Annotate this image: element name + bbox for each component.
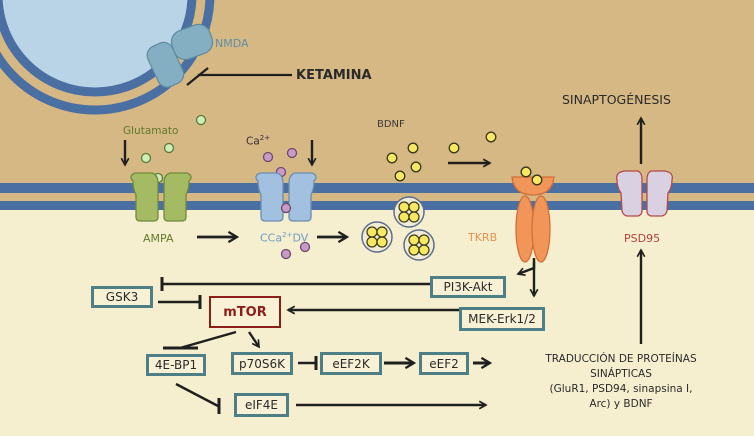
bdnf-vesicle [361,221,393,253]
tkrb-label: TKRB [468,231,498,244]
bdnf-vesicle [403,229,435,261]
presynaptic-terminal [0,0,215,115]
psd95-receptor [616,170,673,217]
calcium-particle-in-channel [280,202,292,214]
bdnf-vesicle [393,196,425,228]
sinaptogenesis-label: SINAPTOGÉNESIS [562,92,671,107]
translation-line-4: Arc) y BDNF [589,398,653,410]
translation-line-1: TRADUCCIÓN DE PROTEÍNAS [545,353,697,365]
nmda-receptor [146,23,214,88]
node-gsk3: GSK3 [91,286,153,308]
node-mek-erk: MEK-Erk1/2 [459,307,545,331]
bdnf-vesicles [361,196,435,261]
4ebp1-inhibits-eif4e [175,382,219,408]
arrows [125,118,641,414]
node-p70s6k: p70S6K [231,352,293,375]
bdnf-bound [520,166,543,186]
cca-label-prefix: CCa [260,231,283,245]
translation-line-2: SINÁPTICAS [590,368,652,380]
glutamato-label: Glutamato [123,125,179,137]
calcium-label-sup: 2+ [259,134,271,142]
ketamina-inhibition [186,67,292,86]
cca-label-sup: 2+ [282,231,293,239]
ketamina-label: KETAMINA [296,68,372,83]
node-mtor: mTOR [209,296,281,328]
calcium-label-text: Ca [246,135,260,148]
cca-label-suffix: DV [292,231,309,245]
translation-line-3: (GluR1, PSD94, sinapsina I, [549,383,693,395]
node-4e-bp1: 4E-BP1 [146,354,206,376]
bdnf-label: BDNF [377,119,405,130]
node-pi3k-akt: PI3K-Akt [430,276,506,298]
ampa-receptor [130,172,192,222]
trkb-receptor [511,176,555,263]
psd95-label: PSD95 [624,232,661,245]
cca-label: CCa2+DV [260,232,308,244]
calcium-channel [255,172,317,222]
glutamate-particles [140,114,207,184]
postsynaptic-membrane [0,183,754,210]
node-eef2: eEF2 [419,352,469,375]
node-eif4e: eIF4E [234,393,289,417]
mtor-to-p70s6k-arrow [248,331,260,347]
nmda-label: NMDA [215,37,249,50]
ampa-label: AMPA [143,232,174,245]
translation-label: TRADUCCIÓN DE PROTEÍNAS SINÁPTICAS (GluR… [506,352,736,412]
calcium-label: Ca2+ [246,135,270,147]
mtor-inhibits-4ebp1 [179,330,237,350]
node-eef2k: eEF2K [320,352,382,375]
